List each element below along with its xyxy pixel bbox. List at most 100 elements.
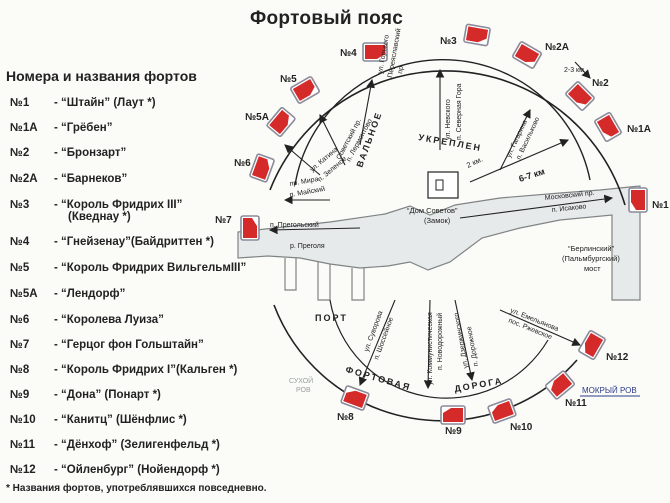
fort-label: №6 xyxy=(234,158,251,169)
fort-label: №10 xyxy=(510,422,533,433)
fort-label: №8 xyxy=(337,412,354,423)
legend-item: №11 - “Дёнхоф” (Зелигенфельд *) xyxy=(10,439,220,451)
legend-number: №4 xyxy=(10,236,30,248)
legend-name: - “Барнеков” xyxy=(54,173,128,185)
legend-name: - “Гнейзенау”(Байдриттен *) xyxy=(54,236,214,248)
legend-number: №6 xyxy=(10,314,30,326)
legend-item: №12 - “Ойленбург” (Нойендорф *) xyxy=(10,464,220,476)
river-pregolya xyxy=(237,185,641,301)
legend-number: №1 xyxy=(10,97,30,109)
fort-label: №1 xyxy=(652,200,669,211)
legend-item: №8 - “Король Фридрих I”(Кальген *) xyxy=(10,364,237,376)
bridge-label-3: мост xyxy=(584,264,601,273)
fort-label: №7 xyxy=(215,215,232,226)
legend-item: №4 - “Гнейзенау”(Байдриттен *) xyxy=(10,236,214,248)
dry-moat-label: СУХОЙ xyxy=(289,376,313,385)
fort-label: №5 xyxy=(280,74,297,85)
legend-item: №7 - “Герцог фон Гольштайн” xyxy=(10,339,204,351)
inner-rampart-north xyxy=(294,58,591,186)
fort-5a-icon xyxy=(265,106,297,138)
fort-1-icon xyxy=(628,187,648,213)
fort-label: №1А xyxy=(627,124,651,135)
legend-name: - “Королева Луиза” xyxy=(54,314,164,326)
fort-6-icon xyxy=(248,152,276,184)
bridge-label: “Берлинский” xyxy=(568,244,615,253)
legend-item: №2А - “Барнеков” xyxy=(10,173,127,185)
street-label: пр. Мира xyxy=(289,176,319,188)
fort-label: №3 xyxy=(440,36,457,47)
legend-name: - “Герцог фон Гольштайн” xyxy=(54,339,204,351)
port-basins xyxy=(284,258,365,301)
distance-label-3: 6-7 км xyxy=(518,166,547,184)
legend-name: - “Лендорф” xyxy=(54,288,126,300)
fort-label: №12 xyxy=(606,352,629,363)
legend-item: №1 - “Штайн” (Лаут *) xyxy=(10,97,156,109)
street-label: п. Северная Гора xyxy=(456,83,463,140)
street-label: ул. Коммунистическая xyxy=(427,312,434,385)
fort-label: №5А xyxy=(245,112,269,123)
fort-road-north xyxy=(269,70,626,206)
legend-item: №2- “Бронзарт” xyxy=(10,147,126,159)
fort-2-icon xyxy=(564,80,596,112)
legend-item: №3- “Король Фридрих III”(Кведнау *) xyxy=(10,199,182,223)
fort-1a-icon xyxy=(593,111,623,143)
legend-name: - “Король Фридрих I”(Кальген *) xyxy=(54,364,238,376)
legend-name: - “Грёбен” xyxy=(54,122,113,134)
fort-7-icon xyxy=(240,215,260,241)
dry-moat-label-2: РОВ xyxy=(296,387,311,394)
street-label: ул. Невского xyxy=(445,99,452,140)
legend-name: - “Король Фридрих ВильгельмIII” xyxy=(54,262,247,274)
legend-item: №5 - “Король Фридрих ВильгельмIII” xyxy=(10,262,246,274)
legend-item: №9- “Дона” (Понарт *) xyxy=(10,389,161,401)
legend-number: №9 xyxy=(10,389,30,401)
fort-8-icon xyxy=(339,384,371,412)
fort-label: №11 xyxy=(565,398,587,409)
castle-label: (Замок) xyxy=(424,216,451,225)
wet-moat-label: МОКРЫЙ РОВ xyxy=(582,386,637,395)
legend-number: №3 xyxy=(10,199,30,211)
fort-label: №4 xyxy=(340,48,357,59)
legend-number: №2А xyxy=(10,173,38,185)
legend-number: №5 xyxy=(10,262,30,274)
fort-2a-icon xyxy=(511,40,543,70)
distance-label-2: 2 км. xyxy=(465,155,484,170)
castle-tower-icon xyxy=(435,179,444,191)
legend-name: - “Штайн” (Лаут *) xyxy=(54,97,156,109)
legend-heading: Номера и названия фортов xyxy=(6,68,197,84)
fort-label: №2А xyxy=(545,42,569,53)
distance-label: 2-3 км xyxy=(564,67,584,74)
legend-number: №12 xyxy=(10,464,36,476)
legend-number: №5А xyxy=(10,288,38,300)
legend-item: №6 - “Королева Луиза” xyxy=(10,314,164,326)
bridge-label-2: (Пальмбургский) xyxy=(562,254,620,263)
legend-number: №8 xyxy=(10,364,30,376)
inner-rampart-south xyxy=(329,299,549,399)
street-label: п. Прегольский xyxy=(270,221,319,229)
fort-label: №2 xyxy=(592,78,609,89)
street-label: пр. xyxy=(397,64,406,75)
footnote: * Названия фортов, употреблявшихся повсе… xyxy=(6,483,267,494)
legend-name: - “Дёнхоф” (Зелигенфельд *) xyxy=(54,439,220,451)
legend-item: №1А - “Грёбен” xyxy=(10,122,112,134)
legend-number: №11 xyxy=(10,439,35,451)
port-label: ПОРТ xyxy=(315,313,348,323)
legend-number: №7 xyxy=(10,339,30,351)
fort-3-icon xyxy=(462,23,492,47)
legend-name: - “Бронзарт” xyxy=(54,147,127,159)
legend-item: №5А - “Лендорф” xyxy=(10,288,125,300)
fort-11-icon xyxy=(544,369,576,401)
street-label: п. Исаково xyxy=(551,203,586,214)
legend-item: №10 - “Канитц” (Шёнфлис *) xyxy=(10,414,187,426)
legend-name: - “Канитц” (Шёнфлис *) xyxy=(54,414,187,426)
page-title: Фортовый пояс xyxy=(250,8,404,29)
legend-number: №10 xyxy=(10,414,36,426)
fort-9-icon xyxy=(440,405,466,425)
fort-road-label-2: ДОРОГА xyxy=(454,376,504,394)
legend-number: №1А xyxy=(10,122,38,134)
legend-name: - “Ойленбург” (Нойендорф *) xyxy=(54,464,220,476)
legend-alt-name: (Кведнау *) xyxy=(68,211,131,223)
house-of-soviets-label: “Дом Советов” xyxy=(407,206,458,215)
fort-label: №9 xyxy=(445,426,462,437)
